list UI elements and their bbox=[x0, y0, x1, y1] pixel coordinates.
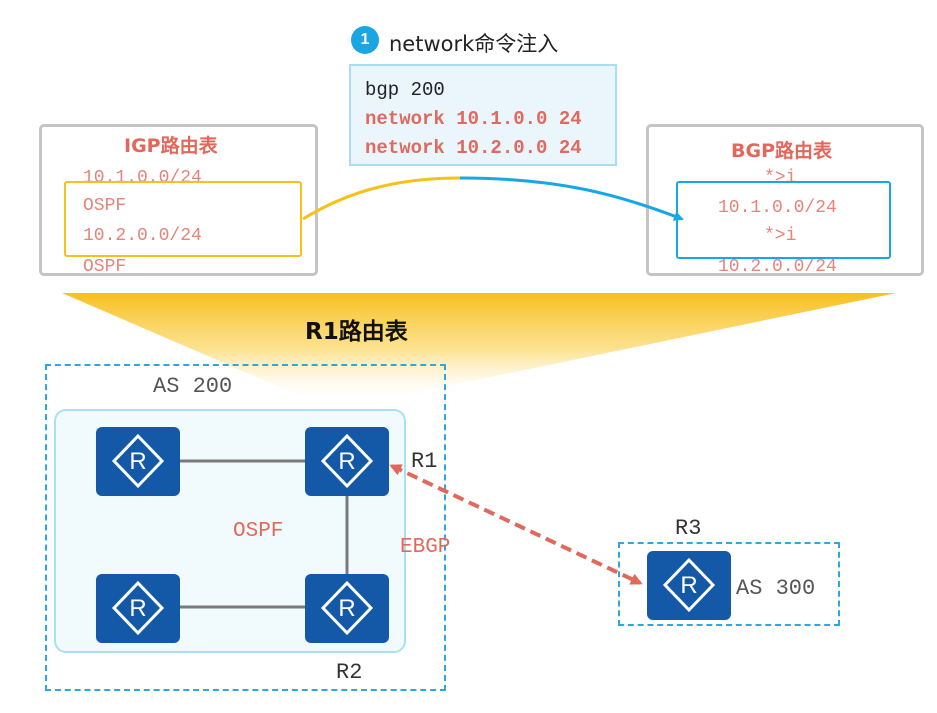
igp-entry-prefix-1: 10.1.0.0/24 bbox=[83, 168, 202, 188]
step-title: network命令注入 bbox=[389, 32, 559, 56]
bgp-entry-status-1: *>i bbox=[764, 168, 797, 188]
router-r2-label: R2 bbox=[336, 660, 363, 685]
r1-routing-table-title: R1路由表 bbox=[305, 319, 408, 345]
router-r1-label: R1 bbox=[411, 449, 438, 474]
router-icon: R bbox=[96, 427, 180, 496]
router-glyph: R bbox=[129, 448, 146, 475]
igp-routing-table-panel bbox=[39, 124, 318, 276]
router-r2-icon[interactable]: R bbox=[305, 574, 389, 643]
igp-entry-protocol-1: OSPF bbox=[83, 196, 127, 216]
bgp-routing-table-title: BGP路由表 bbox=[731, 140, 833, 162]
router-r3-icon[interactable]: R bbox=[647, 551, 731, 620]
bgp-entry-prefix-1: 10.1.0.0/24 bbox=[718, 198, 837, 218]
bgp-routing-table-panel bbox=[646, 124, 924, 276]
as300-label: AS 300 bbox=[736, 576, 816, 601]
router-glyph: R bbox=[338, 595, 355, 622]
command-line-network-1: network 10.1.0.0 24 bbox=[365, 108, 582, 130]
router-icon: R bbox=[96, 574, 180, 643]
command-box: bgp 200 network 10.1.0.0 24 network 10.2… bbox=[349, 64, 617, 166]
igp-routing-table-title: IGP路由表 bbox=[124, 135, 218, 157]
igp-entry-prefix-2: 10.2.0.0/24 bbox=[83, 226, 202, 246]
bgp-entry-prefix-2: 10.2.0.0/24 bbox=[718, 257, 837, 277]
ebgp-label: EBGP bbox=[400, 536, 451, 559]
router-r1-icon[interactable]: R bbox=[305, 427, 389, 496]
step-number-badge: 1 bbox=[351, 26, 379, 54]
as300-boundary bbox=[618, 542, 840, 626]
router-glyph: R bbox=[338, 448, 355, 475]
ospf-label: OSPF bbox=[233, 520, 284, 543]
igp-selected-routes-highlight bbox=[64, 181, 302, 257]
router-glyph: R bbox=[129, 595, 146, 622]
router-r3-label: R3 bbox=[675, 516, 702, 541]
router-glyph: R bbox=[680, 572, 697, 599]
bgp-entry-status-2: *>i bbox=[764, 226, 797, 246]
command-line-bgp: bgp 200 bbox=[365, 79, 445, 101]
command-line-network-2: network 10.2.0.0 24 bbox=[365, 137, 582, 159]
igp-entry-protocol-2: OSPF bbox=[83, 257, 127, 277]
as200-label: AS 200 bbox=[153, 374, 233, 399]
